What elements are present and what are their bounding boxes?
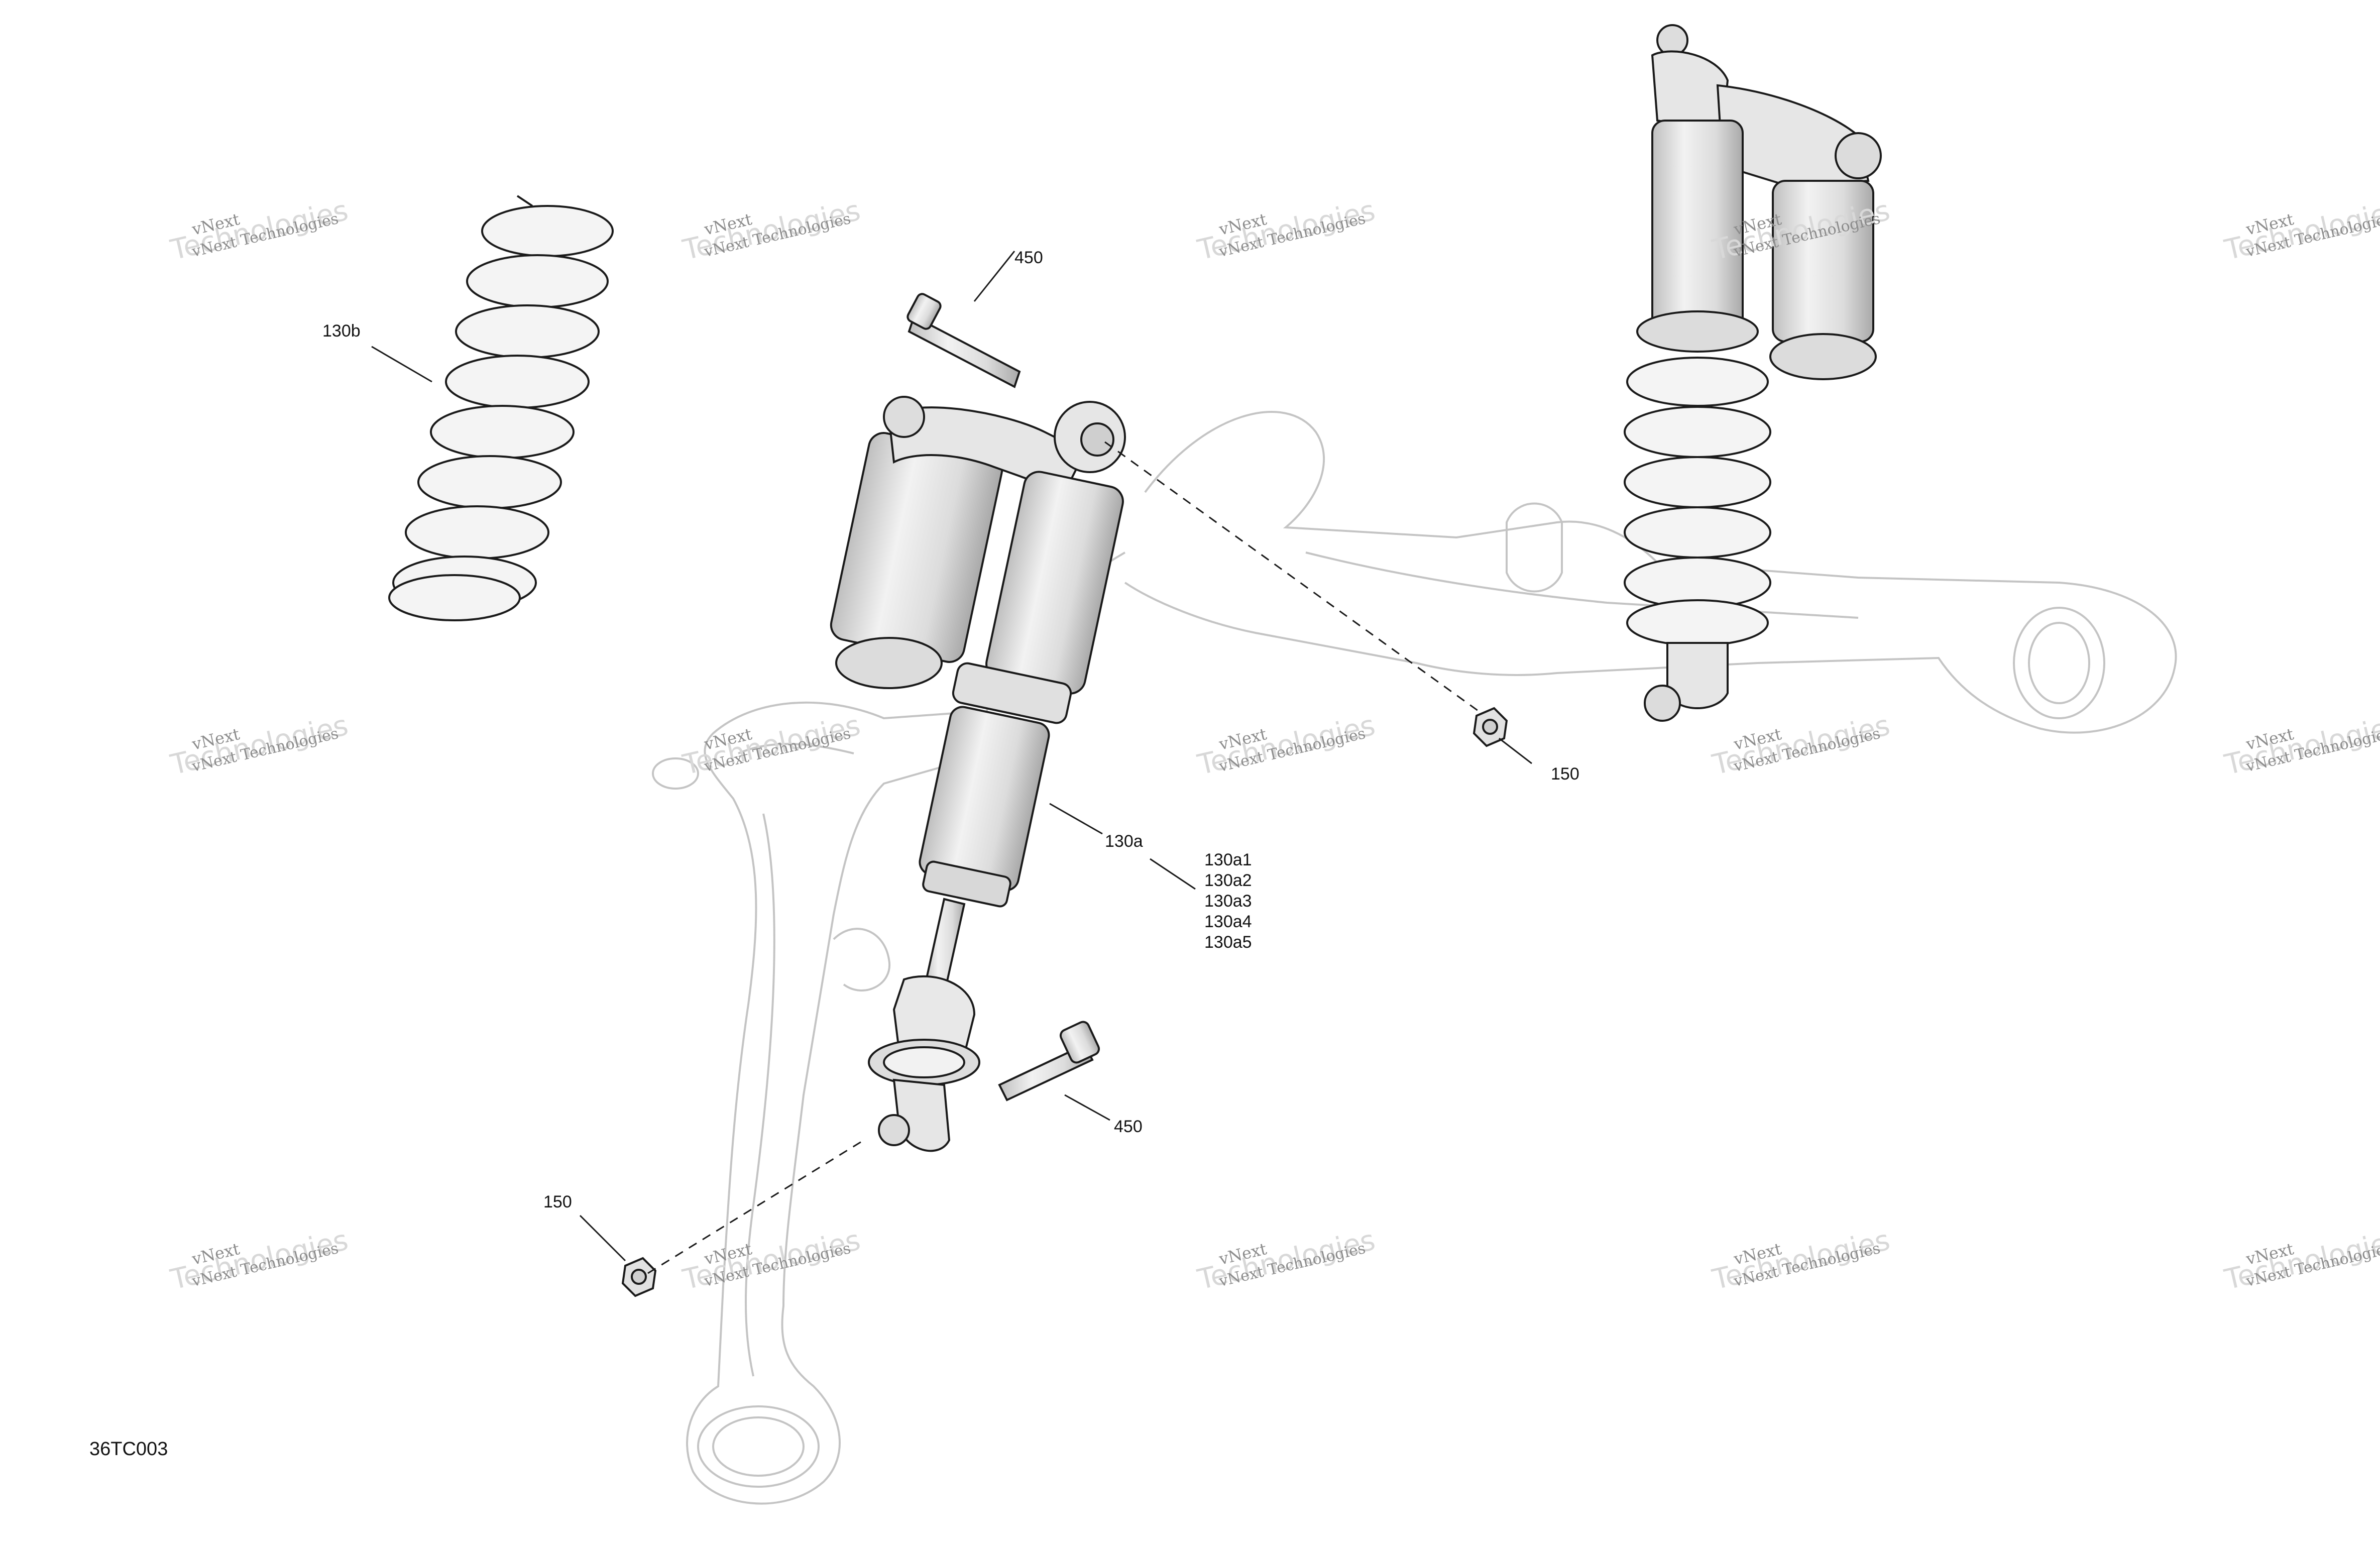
shock-part-label: 130a2 <box>1204 871 1252 890</box>
shock-absorber-130a <box>830 396 1126 1152</box>
callout-bolt-lower: 450 <box>1114 1117 1143 1136</box>
coil-spring-130b <box>388 195 614 621</box>
shock-part-label: 130a5 <box>1204 933 1252 952</box>
bolt-450-lower <box>998 1021 1100 1101</box>
callout-spring: 130b <box>322 321 361 341</box>
shock-part-label: 130a4 <box>1204 912 1252 931</box>
callout-shock: 130a <box>1105 832 1143 851</box>
bolt-450-upper <box>906 293 1021 388</box>
shock-parts-list: 130a1 130a2 130a3 130a4 130a5 <box>1204 850 1252 953</box>
callout-nut-upper: 150 <box>1551 764 1579 784</box>
shock-part-label: 130a3 <box>1204 892 1252 911</box>
figure-code: 36TC003 <box>89 1439 168 1460</box>
nut-150-upper <box>1472 707 1508 747</box>
nut-150-lower <box>621 1257 657 1297</box>
callout-nut-lower: 150 <box>543 1192 572 1211</box>
alignment-dashes <box>647 441 1482 1274</box>
shock-assembly-installed <box>1624 24 1882 722</box>
leader-lines <box>371 251 1532 1262</box>
callout-bolt-upper: 450 <box>1014 248 1043 267</box>
shock-part-label: 130a1 <box>1204 850 1252 869</box>
